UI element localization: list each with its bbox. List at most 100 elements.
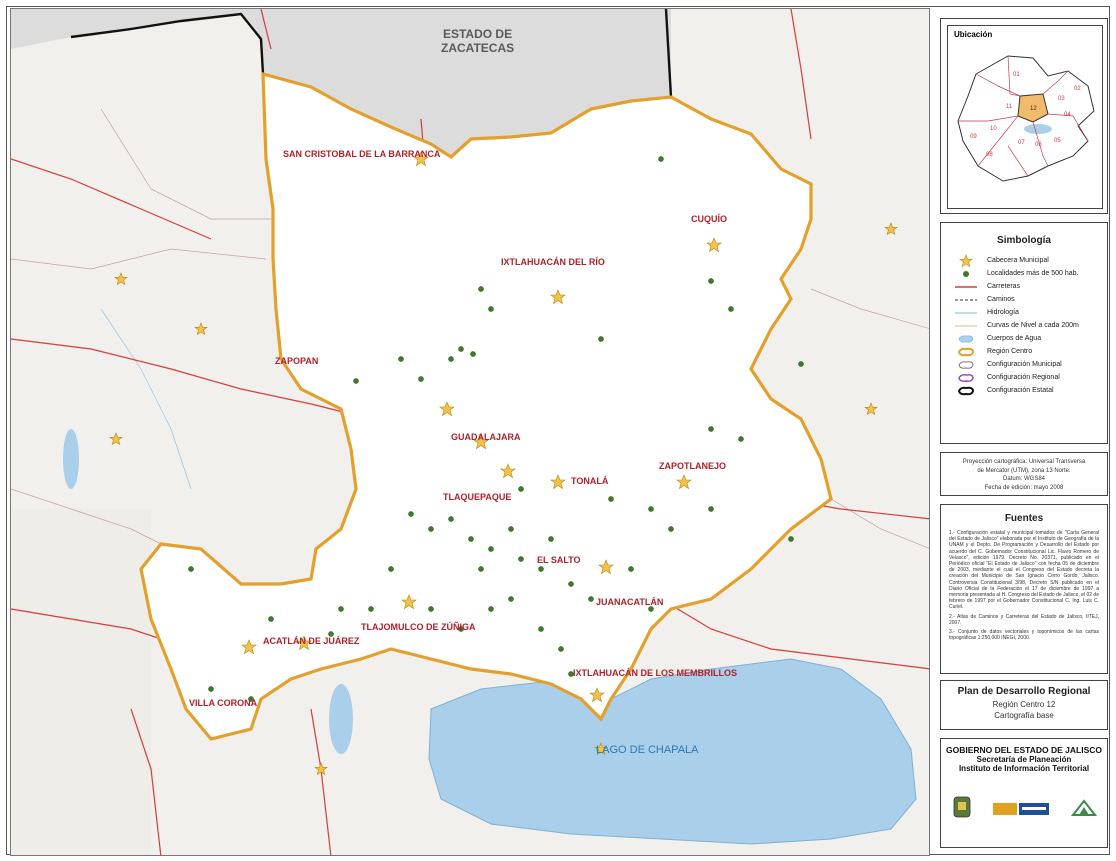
- institute-logo-icon: [993, 803, 1049, 815]
- legend-label: Región Centro: [987, 348, 1033, 355]
- lake-label: LAGO DE CHAPALA: [596, 744, 699, 756]
- sources-panel: Fuentes 1.- Configuración estatal y muni…: [940, 504, 1108, 674]
- gov-line1: GOBIERNO DEL ESTADO DE JALISCO: [945, 745, 1102, 755]
- region-code: 09: [970, 134, 977, 140]
- legend-item: Región Centro: [941, 345, 1107, 358]
- water-line-icon: [955, 307, 977, 319]
- star-icon: [884, 222, 898, 236]
- contour-line-icon: [955, 320, 977, 332]
- state-label-zacatecas: ESTADO DE ZACATECAS: [441, 27, 514, 55]
- muni-label-zapotlanejo: ZAPOTLANEJO: [659, 461, 727, 471]
- legend-label: Curvas de Nivel a cada 200m: [987, 322, 1079, 329]
- star-icon: [598, 559, 614, 575]
- region-code: 05: [1054, 138, 1061, 144]
- muni-label-tlaquepaque: TLAQUEPAQUE: [443, 492, 512, 502]
- state-label-line: ESTADO DE: [442, 27, 513, 41]
- region-code: 10: [990, 126, 997, 132]
- muni-label-el-salto: EL SALTO: [537, 555, 581, 565]
- state-label-line: ZACATECAS: [441, 41, 515, 55]
- star-icon: [109, 432, 123, 446]
- sources-title: Fuentes: [1004, 513, 1044, 524]
- source-item: 3.- Conjunto de datos vectoriales y topo…: [949, 629, 1099, 642]
- location-panel: Ubicación 01 02 03 04 05 06 07 08 09: [940, 18, 1108, 214]
- projection-line: Datum: WGS84: [1002, 476, 1045, 482]
- map-canvas[interactable]: ESTADO DE ZACATECAS LAGO DE CHAPALA SAN …: [10, 8, 930, 856]
- star-icon: [194, 322, 208, 336]
- region-code: 11: [1006, 104, 1013, 110]
- dashed-line-icon: [955, 294, 977, 306]
- region-code: 03: [1058, 96, 1065, 102]
- muni-label-tlajomulco: TLAJOMULCO DE ZÚÑIGA: [361, 622, 476, 632]
- plan-region: Región Centro 12: [992, 700, 1056, 709]
- legend-item: Cabecera Municipal: [941, 253, 1107, 267]
- star-icon: [500, 463, 516, 479]
- star-icon: [594, 742, 608, 756]
- water-body-icon: [955, 333, 977, 345]
- star-icon: [114, 272, 128, 286]
- location-title: Ubicación: [954, 30, 993, 39]
- muni-label-tonala: TONALÁ: [571, 476, 609, 486]
- star-icon: [401, 594, 417, 610]
- star-icon: [589, 687, 605, 703]
- region-code: 01: [1013, 72, 1020, 78]
- projection-line: Proyección cartográfica: Universal Trans…: [962, 459, 1086, 465]
- star-icon: [314, 762, 328, 776]
- gov-line3: Instituto de Información Territorial: [958, 764, 1090, 773]
- gov-line2: Secretaría de Planeación: [976, 755, 1072, 764]
- regional-outline-icon: [955, 372, 977, 384]
- muni-label-ixtlahuacan-membrillos: IXTLAHUACÁN DE LOS MEMBRILLOS: [573, 668, 737, 678]
- legend-label: Cabecera Municipal: [987, 257, 1049, 264]
- star-icon: [550, 289, 566, 305]
- muni-label-cuquio: CUQUÍO: [691, 214, 727, 224]
- legend-item: Localidades más de 500 hab.: [941, 267, 1107, 280]
- projection-line: Fecha de edición: mayo 2008: [984, 484, 1064, 491]
- jalisco-locator-map: 01 02 03 04 05 06 07 08 09 10 11 12: [957, 55, 1095, 182]
- region-code: 04: [1064, 112, 1071, 118]
- legend-panel: Simbología Cabecera Municipal Localidade…: [940, 222, 1108, 444]
- source-item: 2.- Atlas de Caminos y Carreteras del Es…: [949, 613, 1099, 626]
- star-icon: [864, 402, 878, 416]
- star-icon: [955, 253, 977, 267]
- legend-item: Configuración Municipal: [941, 358, 1107, 371]
- projection-line: de Mercator (UTM), zona 13 Norte.: [977, 467, 1071, 474]
- star-icon: [473, 434, 489, 450]
- region-outline-icon: [955, 346, 977, 358]
- muni-label-villa-corona: VILLA CORONA: [189, 698, 258, 708]
- state-outline-icon: [955, 385, 977, 397]
- muni-label-acatlan: ACATLÁN DE JUÁREZ: [263, 636, 360, 646]
- map-drawing: [11, 9, 929, 855]
- dot-icon: [955, 268, 977, 280]
- muni-label-ixtlahuacan-del-rio: IXTLAHUACÁN DEL RÍO: [501, 257, 605, 267]
- government-panel: GOBIERNO DEL ESTADO DE JALISCO Secretarí…: [940, 738, 1108, 848]
- legend-label: Carreteras: [987, 283, 1021, 290]
- star-icon: [413, 151, 429, 167]
- legend-label: Cuerpos de Agua: [987, 335, 1042, 342]
- legend-label: Localidades más de 500 hab.: [987, 270, 1079, 277]
- region-code-highlight: 12: [1030, 106, 1037, 112]
- road-line-icon: [955, 281, 977, 293]
- legend-item: Caminos: [941, 293, 1107, 306]
- star-icon: [706, 237, 722, 253]
- legend-title: Simbología: [997, 235, 1051, 246]
- legend-item: Configuración Estatal: [941, 384, 1107, 397]
- muni-label-zapopan: ZAPOPAN: [275, 356, 319, 366]
- plan-panel: Plan de Desarrollo Regional Región Centr…: [940, 680, 1108, 730]
- legend-item: Hidrología: [941, 306, 1107, 319]
- location-inset: Ubicación 01 02 03 04 05 06 07 08 09: [947, 25, 1103, 209]
- legend-item: Cuerpos de Agua: [941, 332, 1107, 345]
- logos-row: [941, 795, 1107, 821]
- region-code: 07: [1018, 140, 1025, 146]
- legend-item: Carreteras: [941, 280, 1107, 293]
- legend-label: Caminos: [987, 296, 1015, 303]
- source-item: 1.- Configuración estatal y municipal to…: [949, 530, 1099, 611]
- star-icon: [550, 474, 566, 490]
- star-icon: [439, 401, 455, 417]
- muni-label-juanacatlan: JUANACATLÁN: [596, 597, 664, 607]
- legend-label: Configuración Regional: [987, 374, 1060, 381]
- zacatecas-area: [11, 9, 671, 157]
- planning-logo-icon: [1071, 799, 1097, 816]
- plan-subtitle: Cartografía base: [994, 711, 1054, 720]
- projection-panel: Proyección cartográfica: Universal Trans…: [940, 452, 1108, 496]
- legend-label: Configuración Municipal: [987, 361, 1062, 368]
- legend-item: Curvas de Nivel a cada 200m: [941, 319, 1107, 332]
